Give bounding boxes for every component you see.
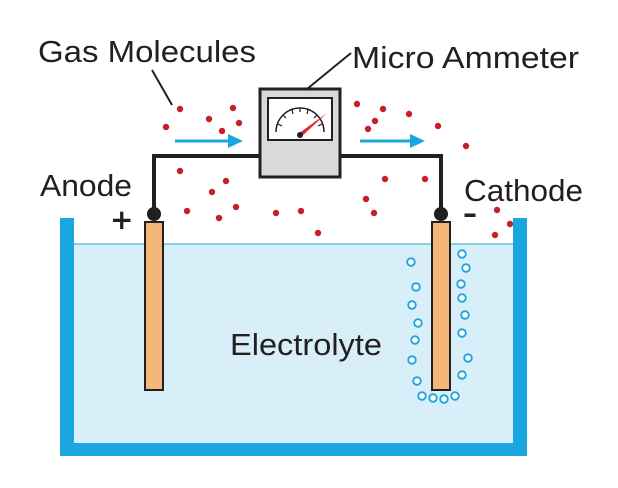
gas-molecule-dot (362, 195, 370, 203)
anode-electrode (144, 221, 164, 391)
cathode-terminal (434, 207, 448, 221)
micro-ammeter (258, 87, 342, 179)
gas-bubble-icon (439, 394, 449, 404)
gas-molecule-dot (208, 188, 216, 196)
anode-plus-sign: + (110, 203, 133, 236)
gas-molecule-dot (462, 142, 470, 150)
gas-molecule-dot (405, 110, 413, 118)
gas-bubble-icon (406, 257, 416, 267)
gas-bubble-icon (412, 376, 422, 386)
cathode-label: Cathode (464, 173, 583, 208)
gas-molecule-dot (506, 220, 514, 228)
gas-molecule-dot (491, 231, 499, 239)
gas-bubble-icon (450, 391, 460, 401)
gas-bubbles (406, 249, 473, 404)
gas-molecule-dot (379, 105, 387, 113)
gas-bubble-icon (413, 318, 423, 328)
flow-arrow-right-icon (360, 134, 425, 148)
gas-molecule-dot (176, 167, 184, 175)
electrolyte-label: Electrolyte (230, 327, 382, 362)
gas-molecule-dot (421, 175, 429, 183)
gas-bubble-icon (461, 263, 471, 273)
gas-molecule-dot (176, 105, 184, 113)
gas-molecules-leader-line (151, 69, 173, 106)
cathode-minus-sign: – (463, 197, 477, 230)
gas-molecule-dot (370, 209, 378, 217)
gas-bubble-icon (411, 282, 421, 292)
gas-molecule-dot (232, 203, 240, 211)
gas-bubble-icon (410, 335, 420, 345)
gas-molecule-dot (381, 175, 389, 183)
gas-bubble-icon (407, 355, 417, 365)
circuit-wire (152, 154, 443, 214)
gas-molecule-dot (434, 122, 442, 130)
gas-bubble-icon (460, 310, 470, 320)
gas-molecule-dot (272, 209, 280, 217)
gas-bubble-icon (457, 249, 467, 259)
anode-terminal (147, 207, 161, 221)
gas-molecule-dot (297, 207, 305, 215)
micro-ammeter-label: Micro Ammeter (352, 40, 579, 75)
gas-molecule-dot (314, 229, 322, 237)
meter-ticks (277, 108, 323, 127)
gas-molecule-dot (183, 207, 191, 215)
cathode-electrode (431, 221, 451, 391)
gas-molecule-dot (222, 177, 230, 185)
gas-bubble-icon (417, 391, 427, 401)
gas-molecule-dot (218, 127, 226, 135)
gas-molecule-dot (215, 214, 223, 222)
gas-molecule-dot (371, 117, 379, 125)
gas-molecule-dot (162, 123, 170, 131)
gas-molecule-dot (205, 115, 213, 123)
gas-molecule-dot (235, 119, 243, 127)
gas-bubble-icon (457, 328, 467, 338)
anode-label: Anode (40, 168, 132, 203)
gas-molecule-dot (353, 100, 361, 108)
gas-molecules-label: Gas Molecules (38, 34, 256, 69)
meter-pivot (297, 132, 303, 138)
gas-bubble-icon (457, 293, 467, 303)
gas-bubble-icon (428, 393, 438, 403)
gas-molecule-dot (364, 125, 372, 133)
gas-molecules (162, 100, 514, 239)
flow-arrow-left-icon (175, 134, 243, 148)
gas-molecule-dot (493, 206, 501, 214)
micro-ammeter-leader-line (306, 52, 352, 90)
gas-bubble-icon (456, 279, 466, 289)
gas-bubble-icon (463, 353, 473, 363)
gas-bubble-icon (457, 370, 467, 380)
gas-molecule-dot (229, 104, 237, 112)
gas-bubble-icon (407, 300, 417, 310)
meter-needle (298, 113, 327, 136)
